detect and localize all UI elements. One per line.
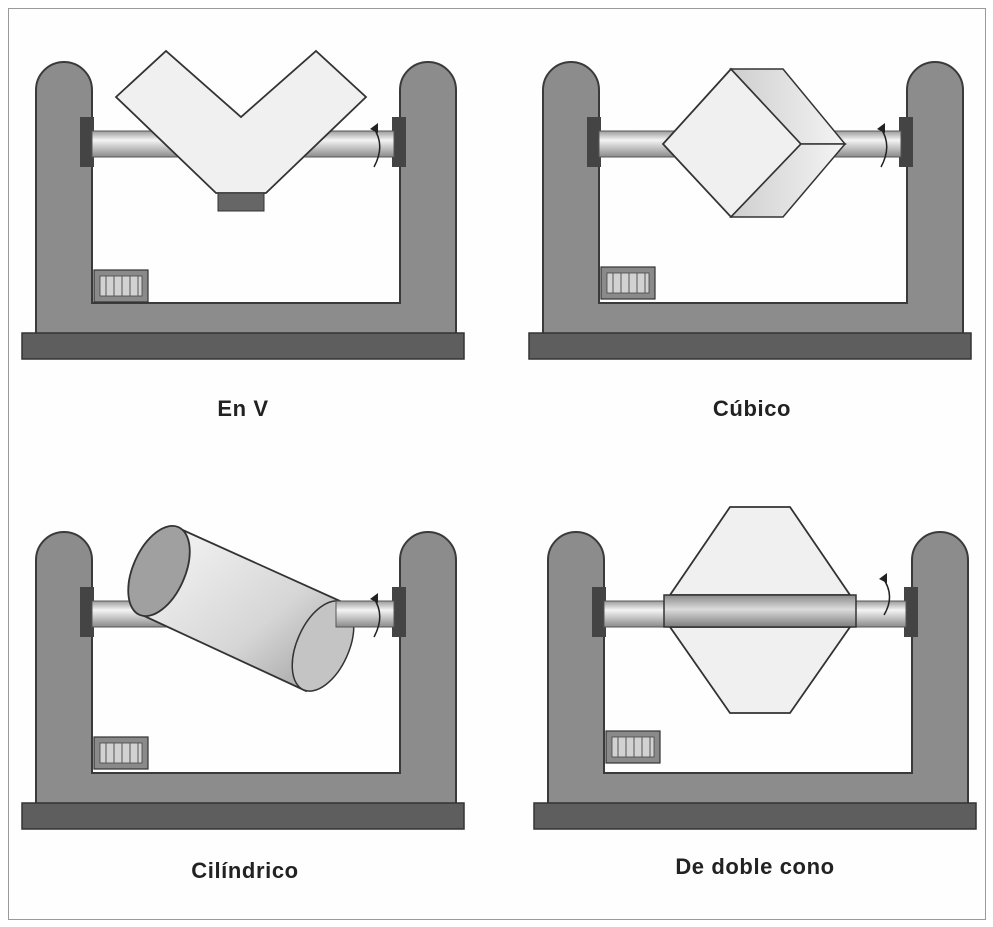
cylinder-front-end [127, 524, 191, 618]
left-bearing [587, 117, 601, 167]
base-plate [533, 802, 977, 830]
discharge-outlet [217, 192, 265, 212]
double-cone-blender-diagram [533, 506, 977, 830]
left-bearing [592, 587, 606, 637]
caption-cubic-blender: Cúbico [712, 396, 792, 421]
caption-cylindrical-blender: Cilíndrico [191, 858, 299, 883]
motor-icon [93, 269, 149, 303]
cubic-blender-diagram [528, 61, 972, 360]
base-plate [528, 332, 972, 360]
v-blender-diagram [21, 49, 465, 360]
motor-icon [605, 730, 661, 764]
rotation-arrow-icon [370, 593, 381, 638]
right-bearing [899, 117, 913, 167]
rotation-arrow-icon [879, 573, 891, 616]
rotation-arrow-icon [877, 123, 888, 168]
motor-icon [600, 266, 656, 300]
machine-frame [21, 531, 465, 830]
lower-cone [668, 626, 852, 714]
motor-icon [93, 736, 149, 770]
base-plate [21, 802, 465, 830]
caption-v-blender: En V [217, 396, 269, 421]
machine-frame [21, 61, 465, 360]
machine-frame [528, 61, 972, 360]
right-bearing [904, 587, 918, 637]
rotation-arrow-icon [370, 123, 381, 168]
machine-frame [533, 531, 977, 830]
right-bearing [392, 587, 406, 637]
upper-cone [668, 506, 852, 596]
caption-double-cone-blender: De doble cono [675, 854, 835, 879]
base-plate [21, 332, 465, 360]
cone-band [663, 594, 857, 628]
cylindrical-blender-diagram [21, 524, 465, 830]
cube-bottom-face [729, 143, 847, 218]
left-bearing [80, 117, 94, 167]
v-vessel [114, 49, 368, 194]
right-bearing [392, 117, 406, 167]
left-bearing [80, 587, 94, 637]
